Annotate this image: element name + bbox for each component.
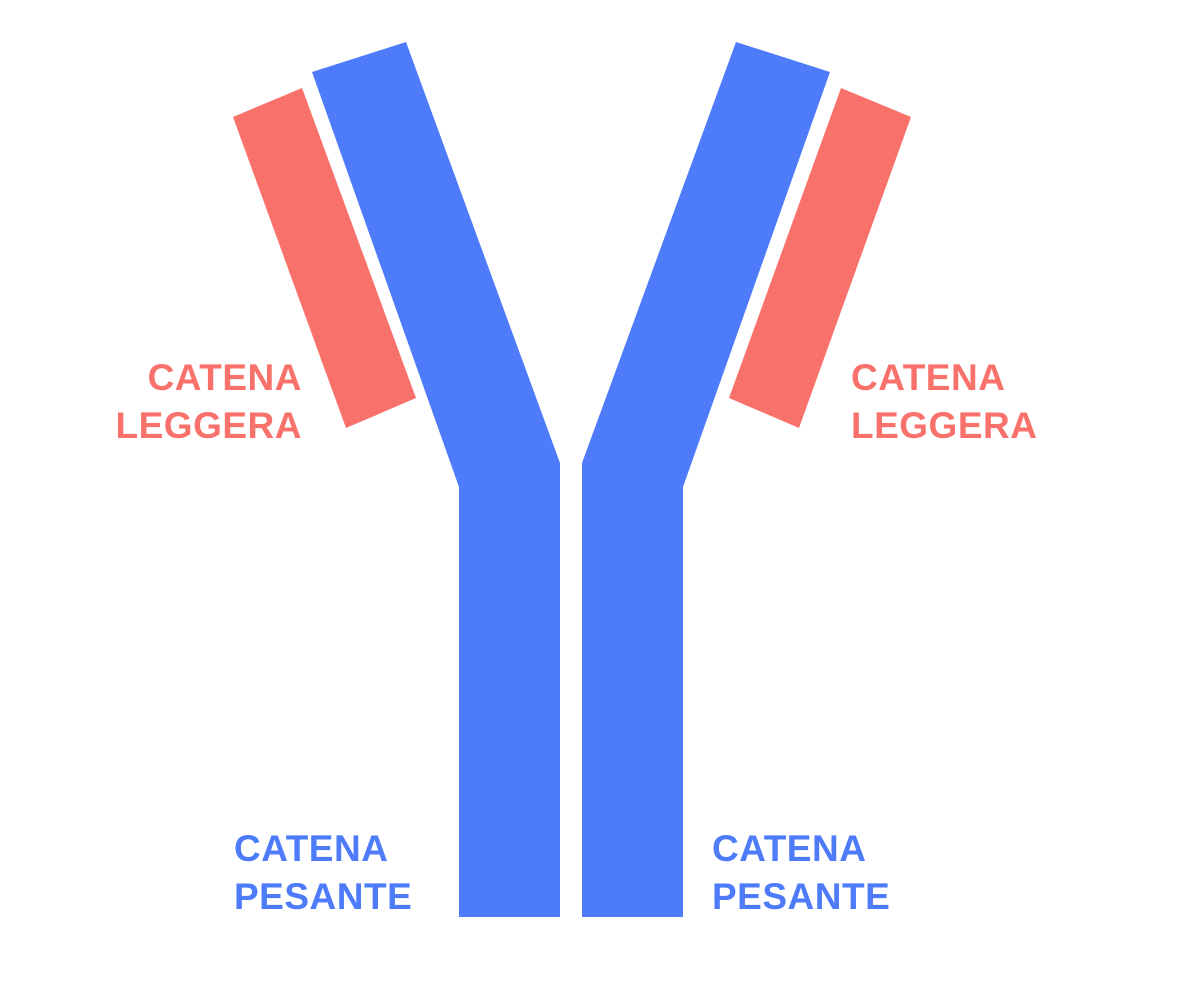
heavy-chain-label-left-line1: CATENA <box>234 828 389 869</box>
light-chain-label-left-line1: CATENA <box>147 357 302 398</box>
heavy-chain-label-right: CATENA PESANTE <box>712 825 890 921</box>
light-chain-label-left: CATENA LEGGERA <box>88 354 302 450</box>
heavy-chain-left <box>312 42 560 917</box>
heavy-chain-label-right-line1: CATENA <box>712 828 867 869</box>
light-chain-label-left-line2: LEGGERA <box>115 405 302 446</box>
heavy-chain-label-left: CATENA PESANTE <box>234 825 412 921</box>
heavy-chain-label-left-line2: PESANTE <box>234 876 413 917</box>
light-chain-left <box>233 88 416 428</box>
light-chain-label-right-line1: CATENA <box>851 357 1006 398</box>
light-chain-right <box>729 88 911 428</box>
heavy-chain-label-right-line2: PESANTE <box>712 876 891 917</box>
light-chain-label-right: CATENA LEGGERA <box>851 354 1037 450</box>
light-chain-label-right-line2: LEGGERA <box>851 405 1038 446</box>
heavy-chain-right <box>582 42 830 917</box>
